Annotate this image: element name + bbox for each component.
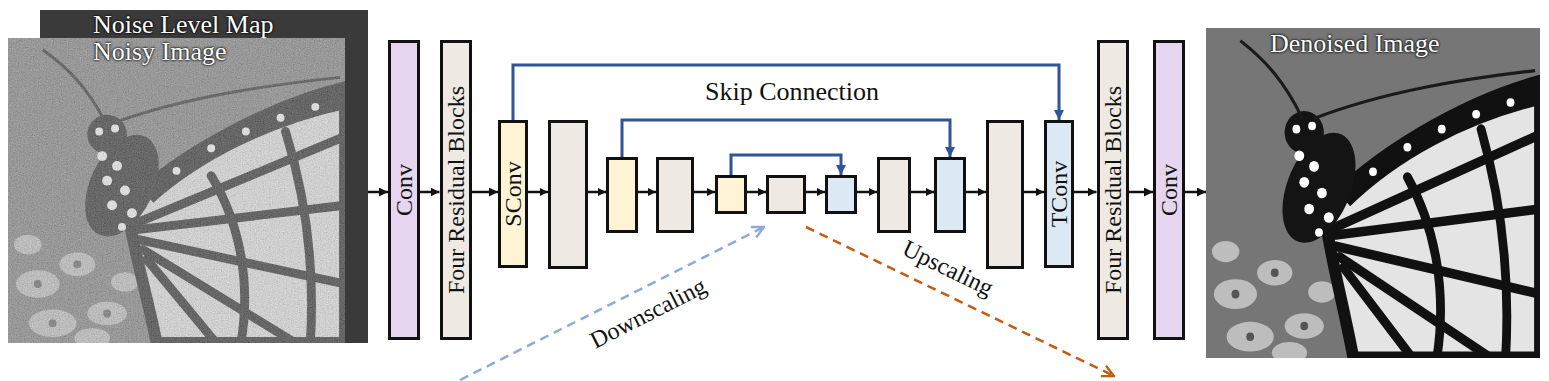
flow-arrows: [528, 191, 1044, 194]
image-caption: Denoised Image: [1270, 30, 1440, 59]
image-caption: Noisy Image: [93, 38, 227, 67]
denoised-photo: [1206, 28, 1540, 358]
flow-arrow: [1129, 191, 1154, 194]
image-caption: Noise Level Map: [93, 11, 274, 40]
residual-blocks: Four Residual Blocks: [440, 40, 472, 340]
layer-name: Four Residual Blocks: [444, 86, 468, 294]
layer-name: TConv: [1047, 161, 1071, 228]
flow-arrow: [472, 191, 499, 194]
layer-name: Conv: [1157, 164, 1181, 216]
layer-name: SConv: [501, 161, 525, 226]
noisy-photo: [8, 38, 345, 343]
skip-label: Skip Connection: [705, 79, 879, 105]
noisy-image: Noisy Image: [8, 38, 345, 343]
denoised-image: Denoised Image: [1206, 28, 1540, 358]
flow-arrow: [1185, 191, 1206, 194]
skip-lines: [622, 120, 950, 175]
residual-blocks: Four Residual Blocks: [1097, 40, 1129, 340]
upscale-label: Upscaling: [899, 236, 997, 300]
tconv-layer: TConv: [1044, 120, 1074, 268]
layer-name: Conv: [392, 164, 416, 216]
flow-arrow: [420, 191, 440, 194]
conv-layer: Conv: [388, 40, 420, 340]
feature-blocks: [550, 122, 1023, 268]
flow-arrow: [1074, 191, 1097, 194]
conv-layer: Conv: [1153, 40, 1185, 340]
skip-connection: [513, 65, 1059, 120]
sconv-layer: SConv: [498, 120, 528, 268]
layer-name: Four Residual Blocks: [1101, 86, 1125, 294]
